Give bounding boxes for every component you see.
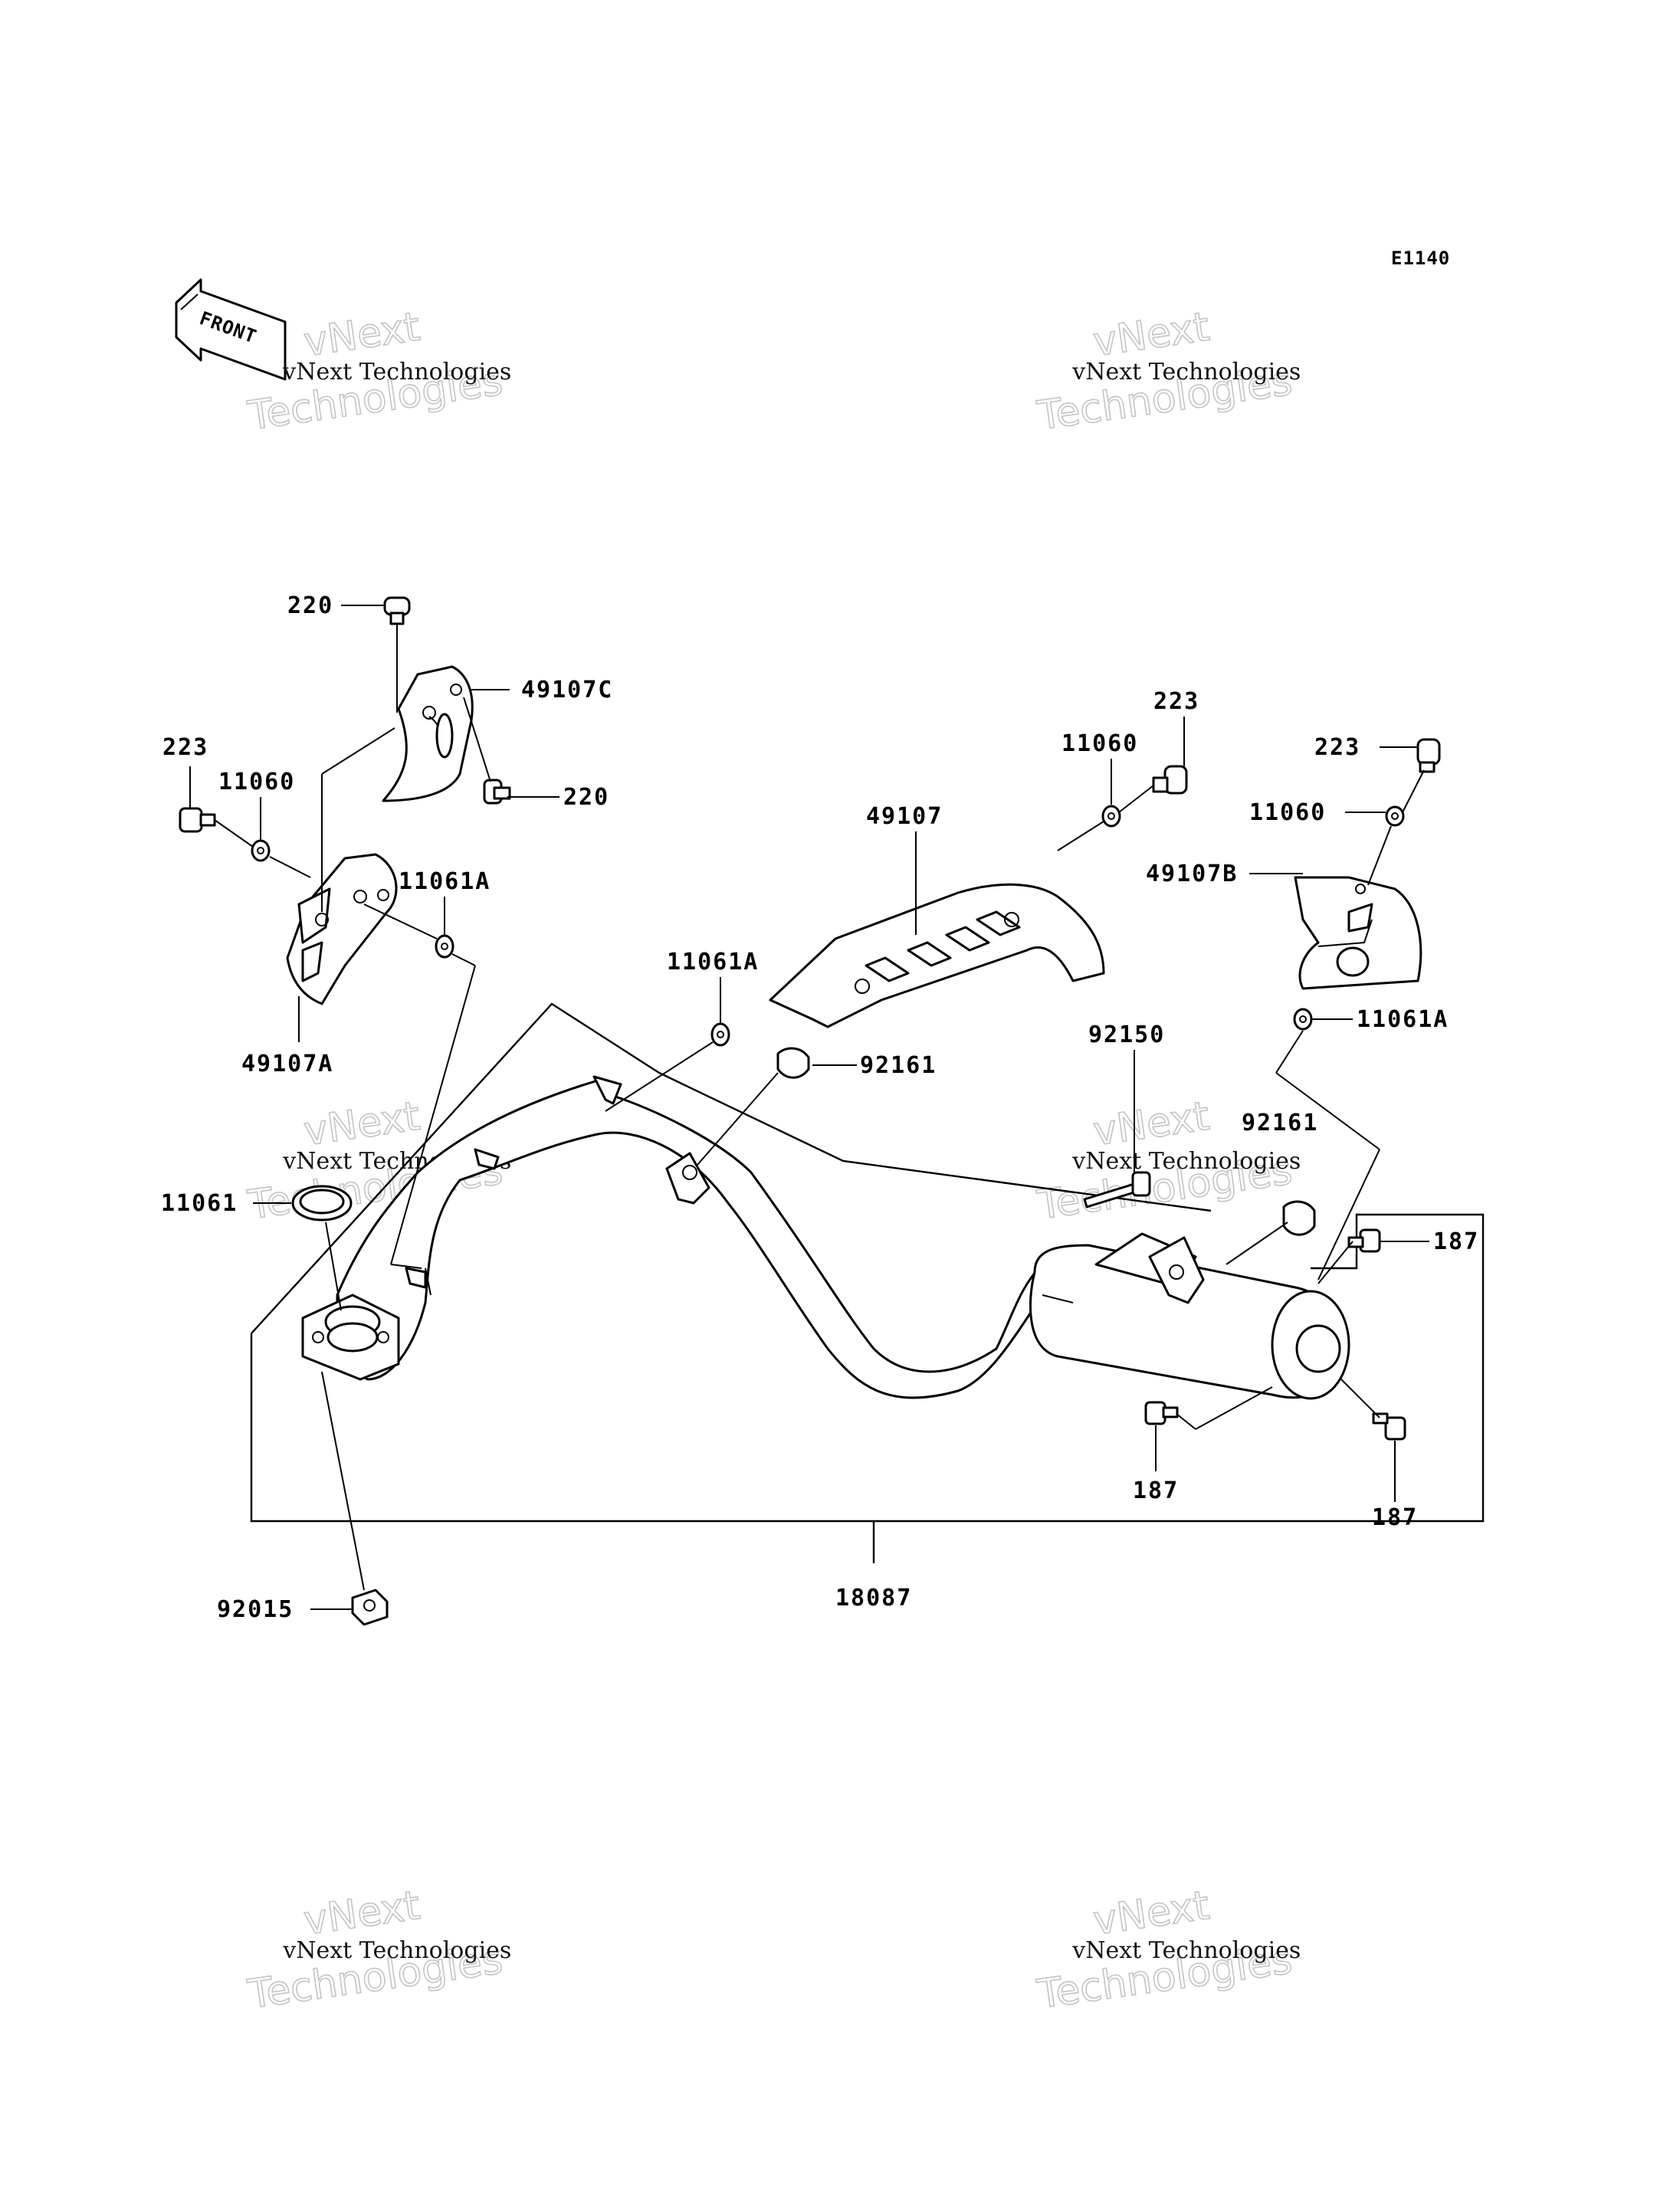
washer-11061A-left [435,934,454,959]
bolt-220-bottom [483,779,511,805]
callout-220-top: 220 [287,592,333,619]
callout-11061: 11061 [161,1190,238,1217]
front-arrow-icon: FRONT [175,278,287,381]
callout-187-bottom-right: 187 [1372,1504,1418,1531]
svg-text:vNext: vNext [301,1094,423,1156]
callout-187-bottom-left: 187 [1133,1477,1179,1504]
bolt-187-bottom-left [1144,1401,1179,1425]
washer-11061A-mid [710,1022,730,1047]
bolt-187-top [1347,1228,1381,1253]
washer-11060-right [1385,805,1405,827]
watermark-top-right: vNext Technologies vNext Technologies [1034,303,1301,440]
washer-11060-mid [1101,805,1121,828]
gasket-11061 [291,1185,353,1221]
svg-text:vNext Technologies: vNext Technologies [282,1937,511,1964]
callout-92015: 92015 [217,1596,294,1623]
bolt-223-mid [1152,765,1188,795]
assembly-bracket-lines [250,1002,1485,1563]
svg-text:vNext: vNext [301,304,423,366]
heat-guard-49107 [769,883,1105,1028]
callout-223-mid: 223 [1153,688,1199,715]
muffler [1029,1232,1350,1400]
grommet-92161-mid [776,1047,810,1079]
callout-49107: 49107 [866,803,943,830]
svg-text:vNext Technologies: vNext Technologies [1071,359,1301,385]
bolt-92150 [1083,1171,1151,1208]
bolt-220-top [383,596,411,625]
callout-18087: 18087 [835,1585,912,1612]
svg-text:vNext: vNext [1091,1094,1212,1156]
leader-lines [189,605,1429,1610]
svg-text:vNext Technologies: vNext Technologies [1071,1937,1301,1964]
callout-11060-left: 11060 [218,769,295,795]
grommet-92161-right [1282,1200,1316,1236]
svg-text:vNext Technologies: vNext Technologies [282,359,511,385]
callout-11061A-right: 11061A [1357,1006,1449,1033]
washer-11060-left [251,839,271,862]
washer-11061A-right [1293,1008,1313,1031]
svg-text:vNext: vNext [1091,304,1212,366]
callout-92161-right: 92161 [1242,1110,1318,1136]
watermark-bottom-left: vNext Technologies vNext Technologies [244,1882,512,2018]
callout-220-bottom: 220 [563,784,609,811]
svg-text:vNext: vNext [1091,1883,1212,1945]
callout-187-top: 187 [1433,1228,1479,1255]
bolt-223-left [179,807,216,833]
heat-guard-49107B [1294,876,1422,990]
bolt-187-bottom-right [1372,1412,1406,1441]
heat-guard-49107C [382,665,474,802]
callout-223-left: 223 [162,734,208,761]
callout-11060-right: 11060 [1249,799,1326,826]
watermark-bottom-right: vNext Technologies vNext Technologies [1034,1882,1301,2018]
callout-49107A: 49107A [241,1051,333,1077]
diagram-code: E1140 [1391,248,1450,269]
heat-guard-49107A [286,853,398,1005]
callout-49107C: 49107C [521,677,613,703]
callout-49107B: 49107B [1146,861,1238,887]
watermark-mid-right: vNext Technologies vNext Technologies [1034,1093,1301,1229]
svg-text:vNext: vNext [301,1883,423,1945]
bolt-223-right [1416,738,1441,773]
callout-92150: 92150 [1088,1021,1165,1048]
callout-11061A-left: 11061A [399,868,491,895]
callout-223-right: 223 [1314,734,1360,761]
callout-11061A-mid: 11061A [667,949,759,976]
callout-11060-mid: 11060 [1061,730,1138,757]
exhaust-pipe [301,1075,1044,1399]
nut-92015 [351,1589,389,1626]
callout-92161-mid: 92161 [860,1052,937,1079]
svg-text:vNext Technologies: vNext Technologies [1071,1148,1301,1175]
